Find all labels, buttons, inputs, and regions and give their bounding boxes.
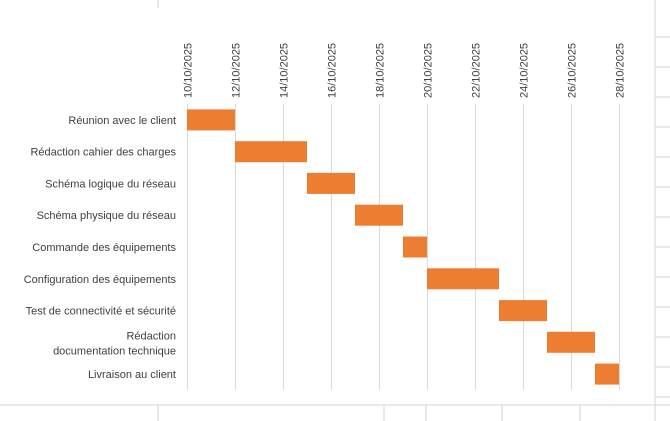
task-bar xyxy=(307,172,355,194)
task-bar xyxy=(547,331,595,353)
task-label: Rédaction cahier des charges xyxy=(30,147,176,159)
task-label: Livraison au client xyxy=(88,369,176,381)
date-tick-label: 10/10/2025 xyxy=(183,43,195,98)
task-label: Test de connectivité et sécurité xyxy=(26,306,176,318)
task-bar xyxy=(235,141,307,163)
task-label: Schéma physique du réseau xyxy=(37,210,176,222)
date-tick-label: 24/10/2025 xyxy=(519,43,531,98)
date-axis: 10/10/2025 12/10/2025 14/10/2025 16/10/2025… xyxy=(183,43,627,98)
date-tick-label: 16/10/2025 xyxy=(327,43,339,98)
task-label: Schéma logique du réseau xyxy=(45,178,176,190)
task-bar xyxy=(427,268,499,290)
task-bar xyxy=(403,236,427,258)
task-bar xyxy=(355,204,403,226)
task-bar xyxy=(187,109,235,131)
task-label: Réunion avec le client xyxy=(68,115,176,127)
task-bar xyxy=(499,300,547,322)
date-tick-label: 12/10/2025 xyxy=(231,43,243,98)
date-tick-label: 20/10/2025 xyxy=(423,43,435,98)
date-tick-label: 28/10/2025 xyxy=(615,43,627,98)
task-bars xyxy=(187,109,619,385)
task-bar xyxy=(595,363,619,385)
date-tick-label: 14/10/2025 xyxy=(279,43,291,98)
task-label: Commande des équipements xyxy=(32,242,176,254)
task-label: Configuration des équipements xyxy=(24,274,177,286)
date-tick-label: 18/10/2025 xyxy=(375,43,387,98)
date-tick-label: 26/10/2025 xyxy=(567,43,579,98)
date-tick-label: 22/10/2025 xyxy=(471,43,483,98)
